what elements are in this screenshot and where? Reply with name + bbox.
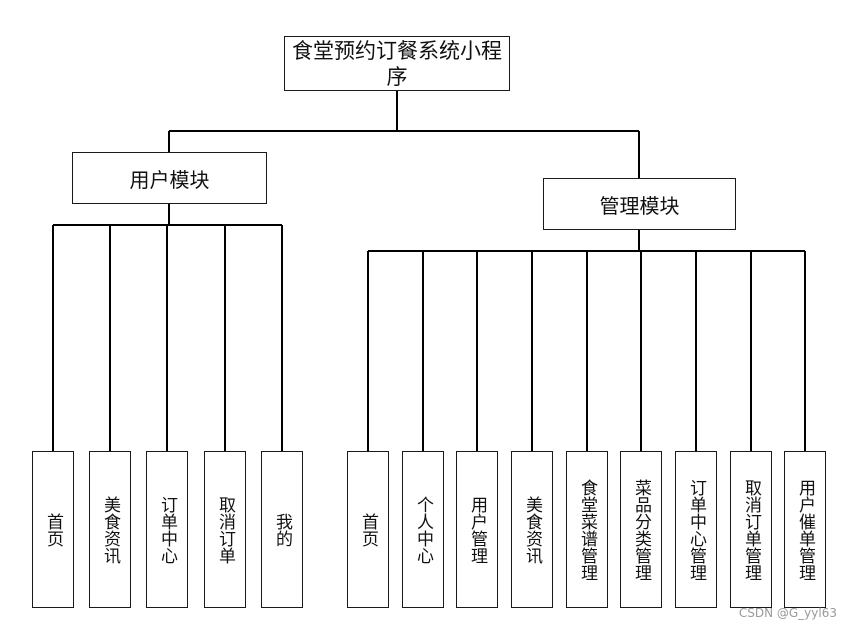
user-leaf-node: 首页 — [32, 451, 74, 608]
user-leaf-node: 取消订单 — [204, 451, 246, 608]
admin-leaf-node: 首页 — [347, 451, 389, 608]
leaf-label: 菜品分类管理 — [631, 478, 651, 581]
module-node-user: 用户模块 — [72, 152, 267, 204]
root-node-label: 食堂预约订餐系统小程序 — [292, 38, 502, 89]
leaf-label: 首页 — [358, 512, 378, 547]
leaf-label: 首页 — [43, 512, 63, 547]
user-leaf-node: 我的 — [261, 451, 303, 608]
admin-leaf-node: 取消订单管理 — [730, 451, 772, 608]
module-label-admin: 管理模块 — [599, 193, 680, 218]
leaf-label: 取消订单管理 — [741, 478, 761, 581]
leaf-label: 食堂菜谱管理 — [577, 478, 597, 581]
leaf-label: 美食资讯 — [100, 495, 120, 564]
user-leaf-node: 订单中心 — [146, 451, 188, 608]
module-node-admin: 管理模块 — [543, 178, 736, 230]
admin-leaf-node: 食堂菜谱管理 — [566, 451, 608, 608]
leaf-label: 我的 — [272, 512, 292, 547]
leaf-label: 用户管理 — [467, 495, 487, 564]
admin-leaf-node: 用户管理 — [456, 451, 498, 608]
admin-leaf-node: 菜品分类管理 — [620, 451, 662, 608]
leaf-label: 用户催单管理 — [795, 478, 815, 581]
leaf-label: 订单中心 — [157, 495, 177, 564]
root-node-title: 食堂预约订餐系统小程序 — [284, 36, 510, 91]
admin-leaf-node: 用户催单管理 — [784, 451, 826, 608]
admin-leaf-node: 个人中心 — [402, 451, 444, 608]
leaf-label: 取消订单 — [215, 495, 235, 564]
admin-leaf-node: 订单中心管理 — [675, 451, 717, 608]
watermark: CSDN @G_yyl63 — [738, 606, 837, 620]
admin-leaf-node: 美食资讯 — [511, 451, 553, 608]
user-leaf-node: 美食资讯 — [89, 451, 131, 608]
leaf-label: 美食资讯 — [522, 495, 542, 564]
leaf-label: 订单中心管理 — [686, 478, 706, 581]
leaf-label: 个人中心 — [413, 495, 433, 564]
module-label-user: 用户模块 — [129, 167, 210, 192]
